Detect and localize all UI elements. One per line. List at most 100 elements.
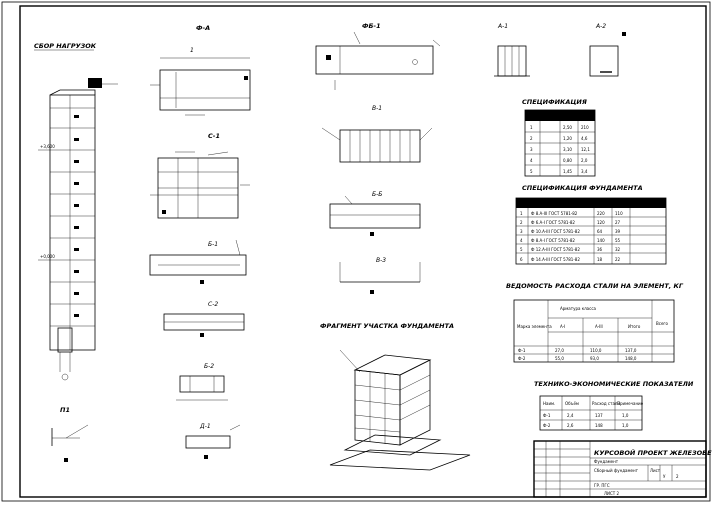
spec-r2-qty: 1,20 (563, 136, 572, 141)
spec-r2-pos: 2 (530, 136, 533, 141)
spec-r1-qty: 2,50 (563, 125, 572, 130)
facade-view: СБОР НАГРУЗОК +3,600 +0,000 (34, 42, 118, 381)
teo-table: ТЕХНИКО-ЭКОНОМИЧЕСКИЕ ПОКАЗАТЕЛИ Наим. О… (534, 380, 694, 431)
d1-view: Д-1 (185, 423, 241, 459)
stamp-sub1: Фундамент (594, 459, 619, 464)
title-block: КУРСОВОЙ ПРОЕКТ ЖЕЛЕЗОБЕТОННЫЕ КОНСТРУКЦ… (533, 440, 712, 498)
sf-r1-name: Ф 8.А-III ГОСТ 5781-82 (531, 211, 578, 216)
steel-r1-sum: 137,0 (625, 348, 637, 353)
steel-r2-mark: Ф-2 (518, 356, 526, 361)
teo-r1c4: 1,0 (622, 413, 629, 418)
spec-r2-note: 4,6 (581, 136, 588, 141)
sf-r3-pos: 3 (520, 229, 523, 234)
foundation-title: ФРАГМЕНТ УЧАСТКА ФУНДАМЕНТА (320, 322, 454, 330)
teo-h4: Примечание (617, 401, 644, 406)
sf-r6-name: Ф 14.А-III ГОСТ 5781-82 (531, 257, 580, 262)
spec-r5-pos: 5 (530, 169, 533, 174)
d1-title: Д-1 (199, 423, 211, 430)
foundation-view: ФРАГМЕНТ УЧАСТКА ФУНДАМЕНТА (320, 322, 471, 471)
steel-r1-a1: 27,0 (555, 348, 564, 353)
bb-title: Б-Б (372, 191, 382, 198)
spec-r1-pos: 1 (530, 125, 533, 130)
steel-sub-3: Итого (628, 324, 641, 329)
stamp-org: ГР. ПГС (594, 483, 610, 488)
a2-title: А-2 (595, 23, 606, 30)
stamp-num: 2 (676, 474, 679, 479)
sf-r4-mass: 55 (615, 238, 621, 243)
spec-table: СПЕЦИФИКАЦИЯ 1 2,50 210 2 1,20 4,6 3 3,1… (522, 98, 596, 177)
steel-r2-sum: 148,0 (625, 356, 637, 361)
spec-r4-qty: 0,80 (563, 158, 572, 163)
steel-col-group: Арматура класса (560, 306, 597, 311)
spec-r3-pos: 3 (530, 147, 533, 152)
fa-view: Ф-А 1 (150, 24, 251, 116)
svg-text:+0,000: +0,000 (40, 254, 55, 259)
teo-h1: Наим. (543, 401, 555, 406)
stamp-footer: ЛИСТ 2 (604, 491, 620, 496)
sf-r6-pos: 6 (520, 257, 523, 262)
teo-r1c1: Ф-1 (543, 413, 551, 418)
b1-view: Б-1 (149, 239, 247, 284)
spec-r4-pos: 4 (530, 158, 533, 163)
f1-view: П1 (51, 406, 89, 462)
stamp-sheet-label: Лист (650, 468, 661, 473)
c1-title: С-1 (208, 132, 220, 140)
sf-r2-qty: 120 (597, 220, 605, 225)
spec-r4-note: 2,0 (581, 158, 588, 163)
sf-r2-name: Ф 6.А-I ГОСТ 5781-82 (531, 220, 575, 225)
b1-title: Б-1 (208, 241, 218, 248)
sf-r1-mass: 110 (615, 211, 623, 216)
v3-view: В-3 (339, 257, 421, 294)
teo-h3: Расход стали (592, 401, 620, 406)
steel-title: ВЕДОМОСТЬ РАСХОДА СТАЛИ НА ЭЛЕМЕНТ, КГ (506, 282, 684, 290)
b2-title: Б-2 (204, 363, 214, 370)
v1-view: В-1 (321, 105, 433, 163)
sf-r2-mass: 27 (615, 220, 621, 225)
facade-title: СБОР НАГРУЗОК (34, 42, 97, 50)
sf-r4-qty: 140 (597, 238, 605, 243)
fb-title: ФБ-1 (362, 22, 381, 30)
inner-frame (19, 5, 707, 498)
sf-r3-name: Ф 10.А-III ГОСТ 5781-82 (531, 229, 580, 234)
b2-view: Б-2 (176, 363, 228, 401)
stamp-sub2: Сборный фундамент (594, 468, 639, 473)
c1b-title: С-2 (208, 301, 218, 308)
sf-r1-qty: 220 (597, 211, 605, 216)
steel-r1-a3: 110,0 (590, 348, 602, 353)
sf-r5-mass: 32 (615, 247, 621, 252)
sf-r6-qty: 18 (597, 257, 603, 262)
steel-r2-a3: 93,0 (590, 356, 599, 361)
steel-sub-2: А-III (595, 324, 603, 329)
sf-r1-pos: 1 (520, 211, 523, 216)
spec-r5-qty: 1,45 (563, 169, 572, 174)
steel-sub-1: А-I (560, 324, 565, 329)
teo-r2c3: 148 (595, 423, 603, 428)
sf-r6-mass: 22 (615, 257, 621, 262)
fb-view: ФБ-1 (315, 22, 441, 90)
sf-r2-pos: 2 (520, 220, 523, 225)
steel-r1-mark: Ф-1 (518, 348, 526, 353)
v1-title: В-1 (372, 105, 382, 112)
c1b-view: С-2 (163, 301, 245, 337)
teo-r2c4: 1,0 (622, 423, 629, 428)
teo-r2c1: Ф-2 (543, 423, 551, 428)
sf-r5-pos: 5 (520, 247, 523, 252)
spec-r3-qty: 3,10 (563, 147, 572, 152)
steel-r2-a1: 55,0 (555, 356, 564, 361)
svg-text:1: 1 (190, 47, 194, 54)
teo-title: ТЕХНИКО-ЭКОНОМИЧЕСКИЕ ПОКАЗАТЕЛИ (534, 380, 694, 388)
spec-r5-note: 3,4 (581, 169, 588, 174)
sf-r4-name: Ф 8.А-I ГОСТ 5781-82 (531, 238, 575, 243)
steel-col-mark: Марка элемента (517, 324, 552, 329)
a2-view: А-2 (589, 23, 626, 77)
svg-text:+3,600: +3,600 (40, 144, 55, 149)
f1-title: П1 (60, 406, 70, 414)
a1-title: А-1 (497, 23, 508, 30)
stamp-title: КУРСОВОЙ ПРОЕКТ ЖЕЛЕЗОБЕТОННЫЕ КОНСТРУКЦ… (594, 448, 712, 457)
teo-r2c2: 2,6 (567, 423, 574, 428)
spec-found-title: СПЕЦИФИКАЦИЯ ФУНДАМЕНТА (522, 184, 643, 192)
v3-title: В-3 (376, 257, 386, 264)
a1-view: А-1 (494, 23, 530, 77)
